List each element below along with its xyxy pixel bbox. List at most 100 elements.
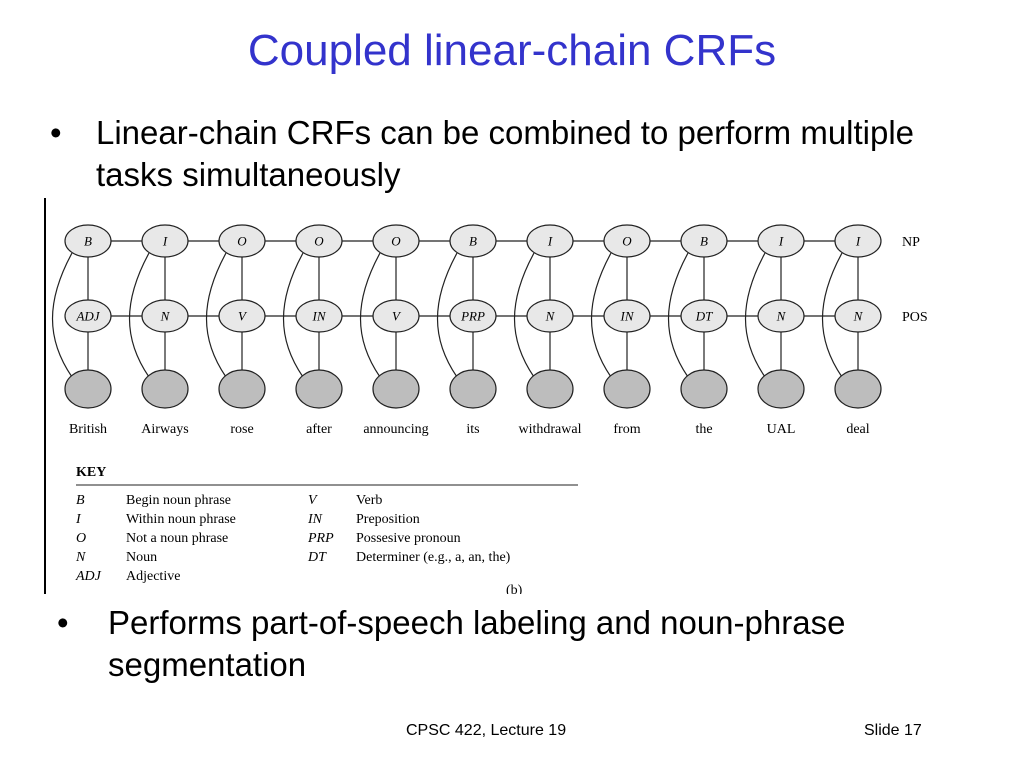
key-desc-right: Determiner (e.g., a, an, the) xyxy=(356,550,511,565)
pos-node-label: N xyxy=(545,309,556,324)
pos-node xyxy=(218,299,266,333)
observed-node xyxy=(218,369,266,409)
word-label: from xyxy=(613,422,640,437)
word-label: UAL xyxy=(767,422,796,437)
key-abbr-left: N xyxy=(75,550,86,565)
observed-node xyxy=(757,369,805,409)
word-label: Airways xyxy=(141,422,188,437)
pos-node-label: IN xyxy=(620,309,635,324)
np-node-label: B xyxy=(700,234,708,249)
footer-slide-number: Slide 17 xyxy=(864,722,922,739)
pos-node-label: N xyxy=(160,309,171,324)
np-obs-curve-edge xyxy=(821,252,843,378)
observed-node xyxy=(141,369,189,409)
np-obs-curve-edge xyxy=(128,252,150,378)
word-label: withdrawal xyxy=(519,422,582,437)
np-node xyxy=(526,224,574,258)
np-obs-curve-edge xyxy=(667,252,689,378)
np-obs-curve-edge xyxy=(205,252,227,378)
observed-node xyxy=(64,369,112,409)
key-desc-left: Not a noun phrase xyxy=(126,531,228,546)
key-abbr-left: I xyxy=(75,512,82,527)
np-node-label: I xyxy=(778,234,784,249)
pos-node-label: IN xyxy=(312,309,327,324)
pos-node-label: N xyxy=(776,309,787,324)
np-node-label: I xyxy=(855,234,861,249)
word-label: the xyxy=(695,422,712,437)
pos-node xyxy=(603,299,651,333)
key-desc-right: Preposition xyxy=(356,512,420,527)
key-desc-left: Adjective xyxy=(126,569,180,584)
pos-node xyxy=(372,299,420,333)
pos-node-label: V xyxy=(238,309,248,324)
pos-node-label: PRP xyxy=(460,309,485,324)
bullet-text: Linear-chain CRFs can be combined to per… xyxy=(96,114,915,193)
pos-node-label: DT xyxy=(695,309,713,324)
word-label: after xyxy=(306,422,332,437)
footer-course: CPSC 422, Lecture 19 xyxy=(406,722,567,739)
bullet-item-1: • Linear-chain CRFs can be combined to p… xyxy=(50,112,990,202)
np-node-label: B xyxy=(469,234,477,249)
np-obs-curve-edge xyxy=(359,252,381,378)
bullet-marker: • xyxy=(50,114,62,151)
key-title: KEY xyxy=(76,465,106,480)
np-node-label: B xyxy=(84,234,92,249)
key-desc-right: Possesive pronoun xyxy=(356,531,461,546)
key-abbr-right: DT xyxy=(307,550,327,565)
np-obs-curve-edge xyxy=(513,252,535,378)
observed-node xyxy=(372,369,420,409)
np-node-label: O xyxy=(391,234,401,249)
np-obs-curve-edge xyxy=(744,252,766,378)
np-node xyxy=(834,224,882,258)
np-node-label: I xyxy=(162,234,168,249)
pos-node xyxy=(757,299,805,333)
pos-node-label: V xyxy=(392,309,402,324)
key-desc-left: Begin noun phrase xyxy=(126,493,231,508)
np-node xyxy=(372,224,420,258)
bullet-text: Performs part-of-speech labeling and nou… xyxy=(108,604,846,683)
pos-node xyxy=(449,299,497,333)
np-node xyxy=(449,224,497,258)
observed-node xyxy=(526,369,574,409)
np-node-label: O xyxy=(314,234,324,249)
np-obs-curve-edge xyxy=(590,252,612,378)
bullet-item-2: • Performs part-of-speech labeling and n… xyxy=(57,602,957,692)
word-label: deal xyxy=(846,422,869,437)
key-abbr-right: IN xyxy=(307,512,323,527)
np-node-label: O xyxy=(237,234,247,249)
np-node-label: O xyxy=(622,234,632,249)
key-abbr-left: ADJ xyxy=(75,569,102,584)
word-label: its xyxy=(466,422,479,437)
pos-node-label: N xyxy=(853,309,864,324)
observed-node xyxy=(449,369,497,409)
bullet-marker: • xyxy=(57,604,69,641)
pos-node xyxy=(526,299,574,333)
np-obs-curve-edge xyxy=(51,252,73,378)
pos-node-label: ADJ xyxy=(75,309,100,324)
diagram-edges xyxy=(51,240,859,378)
observed-node xyxy=(834,369,882,409)
np-node xyxy=(680,224,728,258)
key-desc-left: Within noun phrase xyxy=(126,512,236,527)
key-abbr-left: O xyxy=(76,531,86,546)
key-desc-left: Noun xyxy=(126,550,157,565)
figure-left-border xyxy=(44,198,46,594)
key-abbr-left: B xyxy=(76,493,85,508)
pos-row-label: POS xyxy=(902,310,928,325)
observed-node xyxy=(603,369,651,409)
np-node-label: I xyxy=(547,234,553,249)
slide-title: Coupled linear-chain CRFs xyxy=(247,26,777,75)
pos-node xyxy=(834,299,882,333)
figure-caption: (b) xyxy=(506,583,523,594)
word-label: rose xyxy=(230,422,253,437)
np-row-label: NP xyxy=(902,235,920,250)
np-node xyxy=(603,224,651,258)
np-node xyxy=(218,224,266,258)
np-node xyxy=(757,224,805,258)
word-label: announcing xyxy=(363,422,428,437)
key-abbr-right: PRP xyxy=(307,531,334,546)
